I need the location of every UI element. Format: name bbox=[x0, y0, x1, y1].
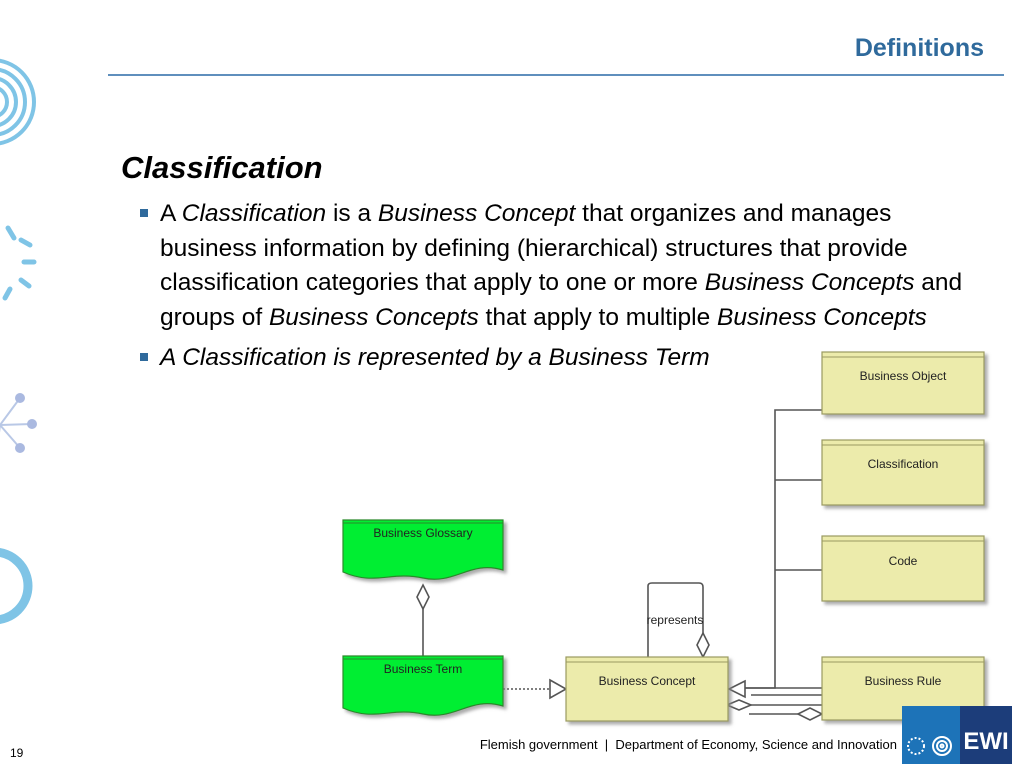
bullet-text-italic: Business Concept bbox=[377, 200, 576, 227]
association-markers bbox=[416, 583, 824, 721]
code-label: Code bbox=[889, 554, 918, 568]
bullet-marker bbox=[140, 209, 148, 217]
business-object-label: Business Object bbox=[860, 369, 947, 383]
generalization-arrow-concept bbox=[727, 679, 746, 699]
represents-label: represents bbox=[647, 613, 704, 627]
page-title: Definitions bbox=[854, 34, 984, 62]
classification-node: Classification bbox=[821, 439, 985, 506]
bullet-text: and groups of bbox=[160, 269, 963, 331]
bullet-text: A bbox=[160, 200, 182, 227]
business-term-label: Business Term bbox=[384, 662, 462, 676]
concentric-circles-icon bbox=[0, 58, 36, 146]
aggregation-diamond-represents bbox=[696, 631, 710, 659]
footer-organization: Flemish government | Department of Econo… bbox=[479, 737, 897, 752]
ewi-logo-text: EWI bbox=[963, 728, 1008, 755]
title-divider bbox=[108, 74, 1004, 76]
business-glossary-node: Business Glossary bbox=[342, 519, 504, 580]
decorative-side-graphics bbox=[0, 58, 37, 625]
bullet-text: that organizes and manages business info… bbox=[160, 200, 908, 296]
business-glossary-label: Business Glossary bbox=[373, 526, 472, 540]
classification-label: Classification bbox=[868, 457, 939, 471]
bullet-representation: A Classification is represented by a Bus… bbox=[140, 341, 980, 376]
bullet-list: A Classification is a Business Concept t… bbox=[140, 197, 980, 376]
sunburst-dashes-icon bbox=[2, 225, 37, 301]
bullet-text-italic: Business Concepts bbox=[717, 303, 927, 331]
bullet-marker bbox=[140, 353, 148, 361]
section-heading: Classification bbox=[121, 150, 323, 185]
aggregation-diamond-glossary bbox=[416, 583, 430, 611]
business-concept-label: Business Concept bbox=[599, 674, 696, 688]
code-node: Code bbox=[821, 535, 985, 602]
bullet-text-italic: Classification bbox=[181, 200, 327, 227]
bullet-text-italic: Business Concepts bbox=[704, 269, 915, 296]
bullet-text: is a bbox=[326, 200, 378, 227]
connector-lines bbox=[422, 409, 822, 715]
bullet-text-italic: Business Concepts bbox=[268, 303, 479, 331]
bullet-text: that apply to multiple bbox=[478, 303, 718, 331]
page-number: 19 bbox=[10, 746, 24, 760]
ewi-logo: EWI bbox=[902, 706, 1012, 764]
bullet-text-italic: A Classification is represented by a Bus… bbox=[160, 344, 710, 371]
aggregation-diamond-rule-left bbox=[724, 699, 754, 711]
generalization-arrow-term bbox=[549, 678, 568, 700]
ring-icon bbox=[0, 547, 33, 625]
network-nodes-icon bbox=[0, 393, 37, 453]
bullet-definition: A Classification is a Business Concept t… bbox=[140, 197, 980, 335]
business-concept-node: Business Concept bbox=[565, 656, 729, 722]
aggregation-diamond-rule-right bbox=[796, 707, 824, 721]
business-term-node: Business Term bbox=[342, 655, 504, 716]
business-rule-label: Business Rule bbox=[865, 674, 942, 688]
business-object-node: Business Object bbox=[821, 351, 985, 415]
